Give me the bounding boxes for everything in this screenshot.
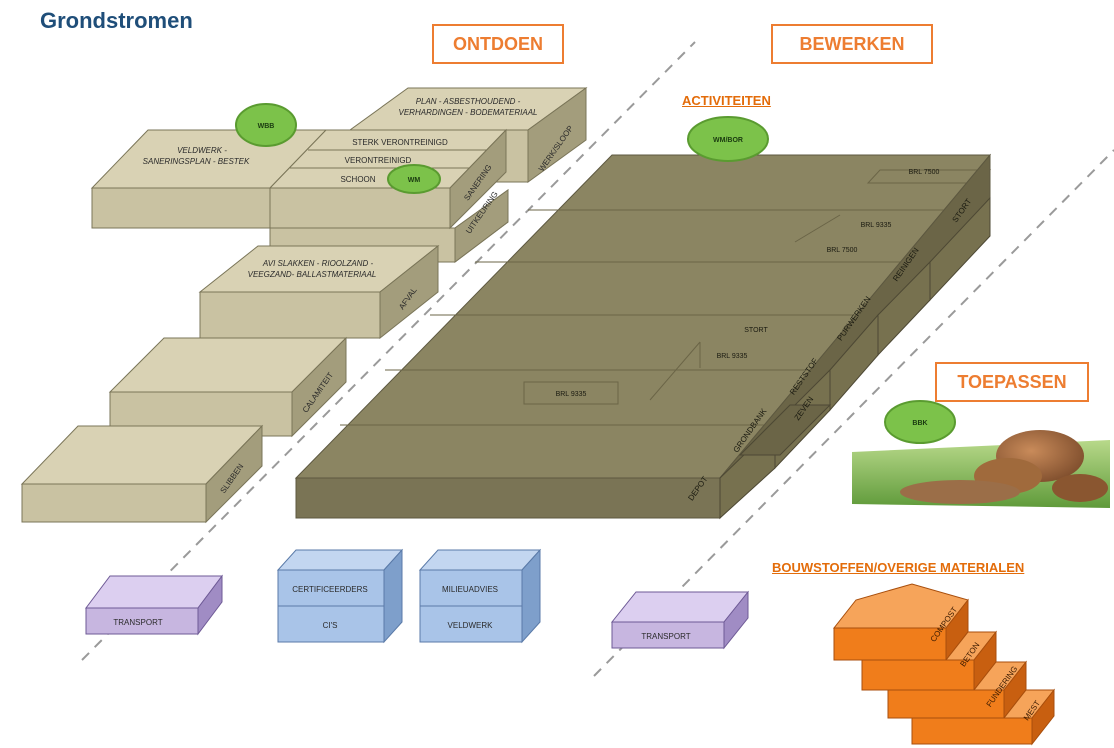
- transport-label-left: TRANSPORT: [113, 618, 162, 627]
- milieuadvies-box: MILIEUADVIES VELDWERK: [418, 548, 542, 644]
- sloop-text-2: VERHARDINGEN - BODEMATERIAAL: [399, 108, 538, 117]
- brl9335-main-label: BRL 9335: [556, 391, 587, 398]
- transport-box-left: TRANSPORT: [85, 574, 223, 636]
- sloop-text-1: PLAN - ASBESTHOUDEND -: [416, 97, 521, 106]
- brl9335-c-label: BRL 9335: [717, 353, 748, 360]
- wm-oval: WM: [387, 164, 441, 194]
- veldwerk-text-1: VELDWERK -: [177, 146, 227, 155]
- transport-label-right: TRANSPORT: [641, 632, 690, 641]
- wbb-oval: WBB: [235, 103, 297, 147]
- slibben-block: SLIBBEN: [20, 424, 264, 524]
- brl7500-top-label: BRL 7500: [909, 169, 940, 176]
- wm-bor-oval: WM/BOR: [687, 116, 769, 162]
- calamiteit-block: CALAMITEIT: [108, 336, 348, 438]
- divider-line-left: [81, 41, 696, 661]
- toepassen-header: TOEPASSEN: [935, 362, 1089, 402]
- svg-text:WBB: WBB: [258, 123, 275, 130]
- ontdoen-header: ONTDOEN: [432, 24, 564, 64]
- svg-text:WM: WM: [408, 177, 421, 184]
- activiteiten-label: ACTIVITEITEN: [682, 93, 771, 108]
- schoon-label: SCHOON: [340, 175, 375, 184]
- bewerken-header: BEWERKEN: [771, 24, 933, 64]
- landscape-image: [852, 430, 1110, 508]
- afval-text-1: AVI SLAKKEN - RIOOLZAND -: [262, 259, 374, 268]
- svg-text:BBK: BBK: [912, 420, 927, 427]
- veldwerk-label: VELDWERK: [448, 621, 494, 630]
- milieuadvies-label: MILIEUADVIES: [442, 585, 498, 594]
- certificeerders-box: CERTIFICEERDERS CI'S: [276, 548, 404, 644]
- bewerken-platform: [294, 153, 992, 520]
- veldwerk-text-2: SANERINGSPLAN - BESTEK: [143, 157, 250, 166]
- transport-box-right: TRANSPORT: [610, 590, 750, 650]
- brl7500-b-label: BRL 7500: [827, 247, 858, 254]
- sanering-block: STERK VERONTREINIGD VERONTREINIGD SCHOON…: [268, 128, 508, 230]
- ci-label: CI'S: [323, 621, 338, 630]
- brl9335-a-label: BRL 9335: [861, 222, 892, 229]
- svg-text:WM/BOR: WM/BOR: [713, 137, 743, 144]
- certificeerders-label: CERTIFICEERDERS: [292, 585, 367, 594]
- page-title: Grondstromen: [40, 8, 193, 33]
- divider-line-right: [593, 149, 1114, 677]
- verontreinigd-label: VERONTREINIGD: [345, 156, 412, 165]
- afval-text-2: VEEGZAND- BALLASTMATERIAAL: [248, 270, 377, 279]
- bouwstoffen-stairs: [832, 583, 1056, 746]
- stort-mid-label: STORT: [744, 327, 768, 334]
- afval-block: AVI SLAKKEN - RIOOLZAND - VEEGZAND- BALL…: [198, 244, 440, 340]
- sterk-verontreinigd-label: STERK VERONTREINIGD: [352, 138, 448, 147]
- bouwstoffen-label: BOUWSTOFFEN/OVERIGE MATERIALEN: [772, 560, 1025, 575]
- bbk-oval: BBK: [884, 400, 956, 444]
